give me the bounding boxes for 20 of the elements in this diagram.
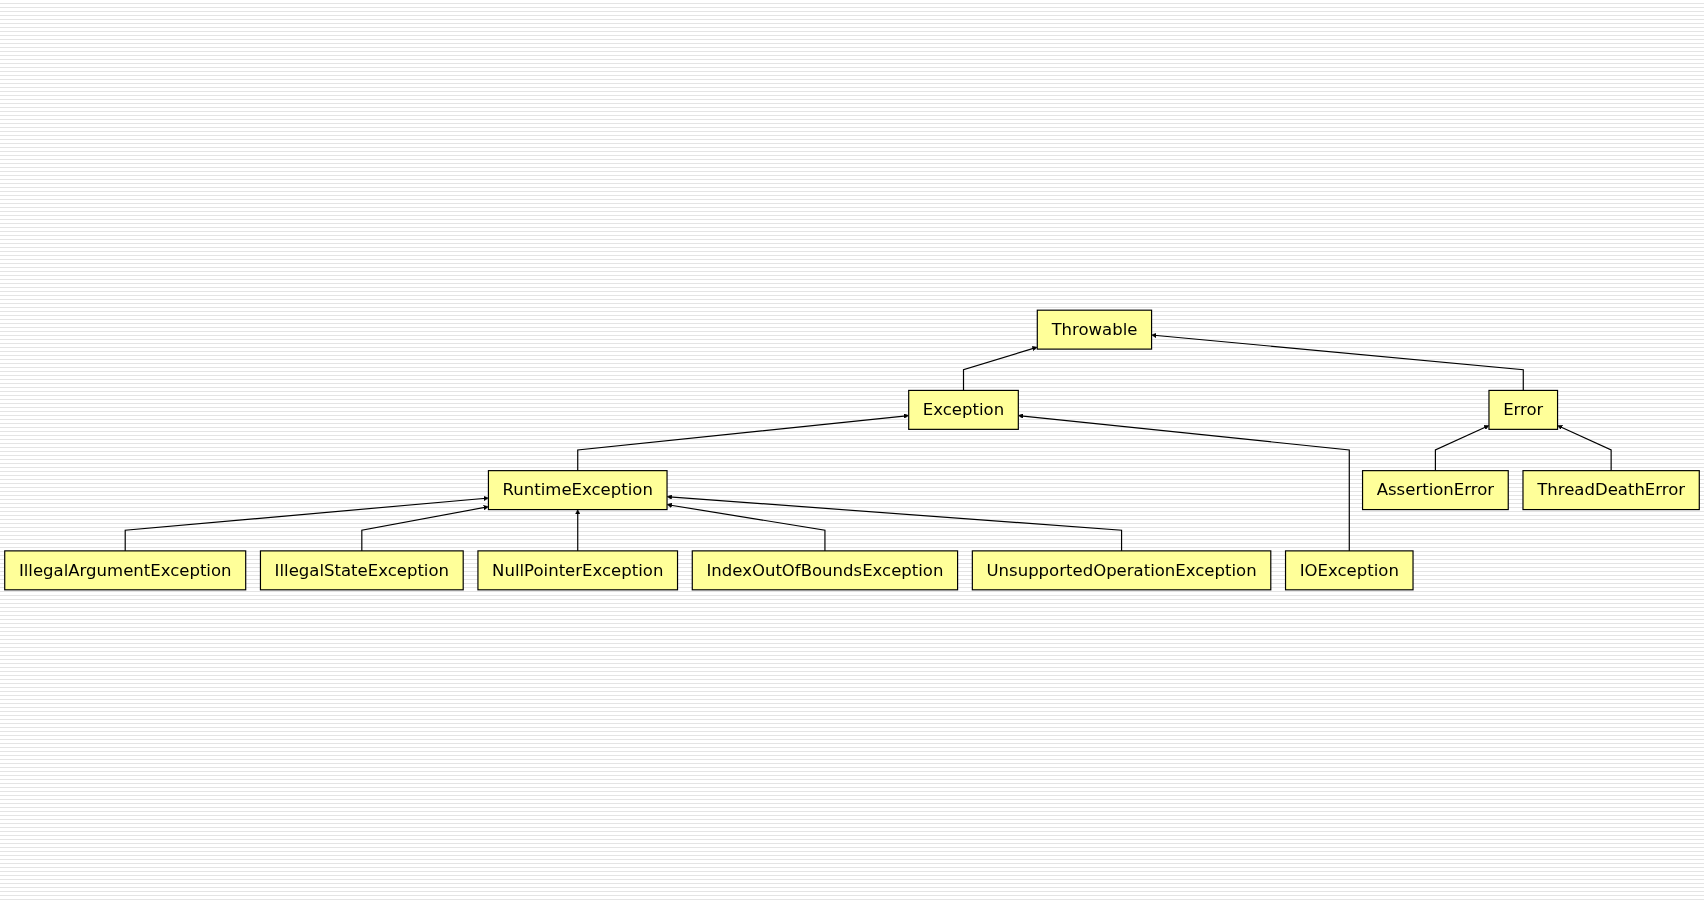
node-box: AssertionError (1361, 470, 1509, 511)
arrow (962, 346, 1038, 391)
arrow (1018, 413, 1350, 552)
arrow (1151, 332, 1524, 391)
node-box: IllegalArgumentException (4, 550, 247, 591)
node-box: NullPointerException (477, 550, 679, 591)
node-box: IOException (1284, 550, 1414, 591)
node-box: ThreadDeathError (1522, 470, 1700, 511)
node-box: RuntimeException (487, 470, 668, 511)
arrow (124, 495, 489, 552)
node-box: Throwable (1036, 309, 1153, 350)
node-box: IllegalStateException (259, 550, 464, 591)
arrow (577, 413, 909, 472)
node-box: Exception (908, 389, 1019, 430)
node-box: UnsupportedOperationException (971, 550, 1272, 591)
arrow (361, 505, 489, 552)
node-box: Error (1488, 389, 1559, 430)
node-box: IndexOutOfBoundsException (691, 550, 959, 591)
arrow (575, 509, 581, 552)
arrow (1557, 425, 1612, 472)
